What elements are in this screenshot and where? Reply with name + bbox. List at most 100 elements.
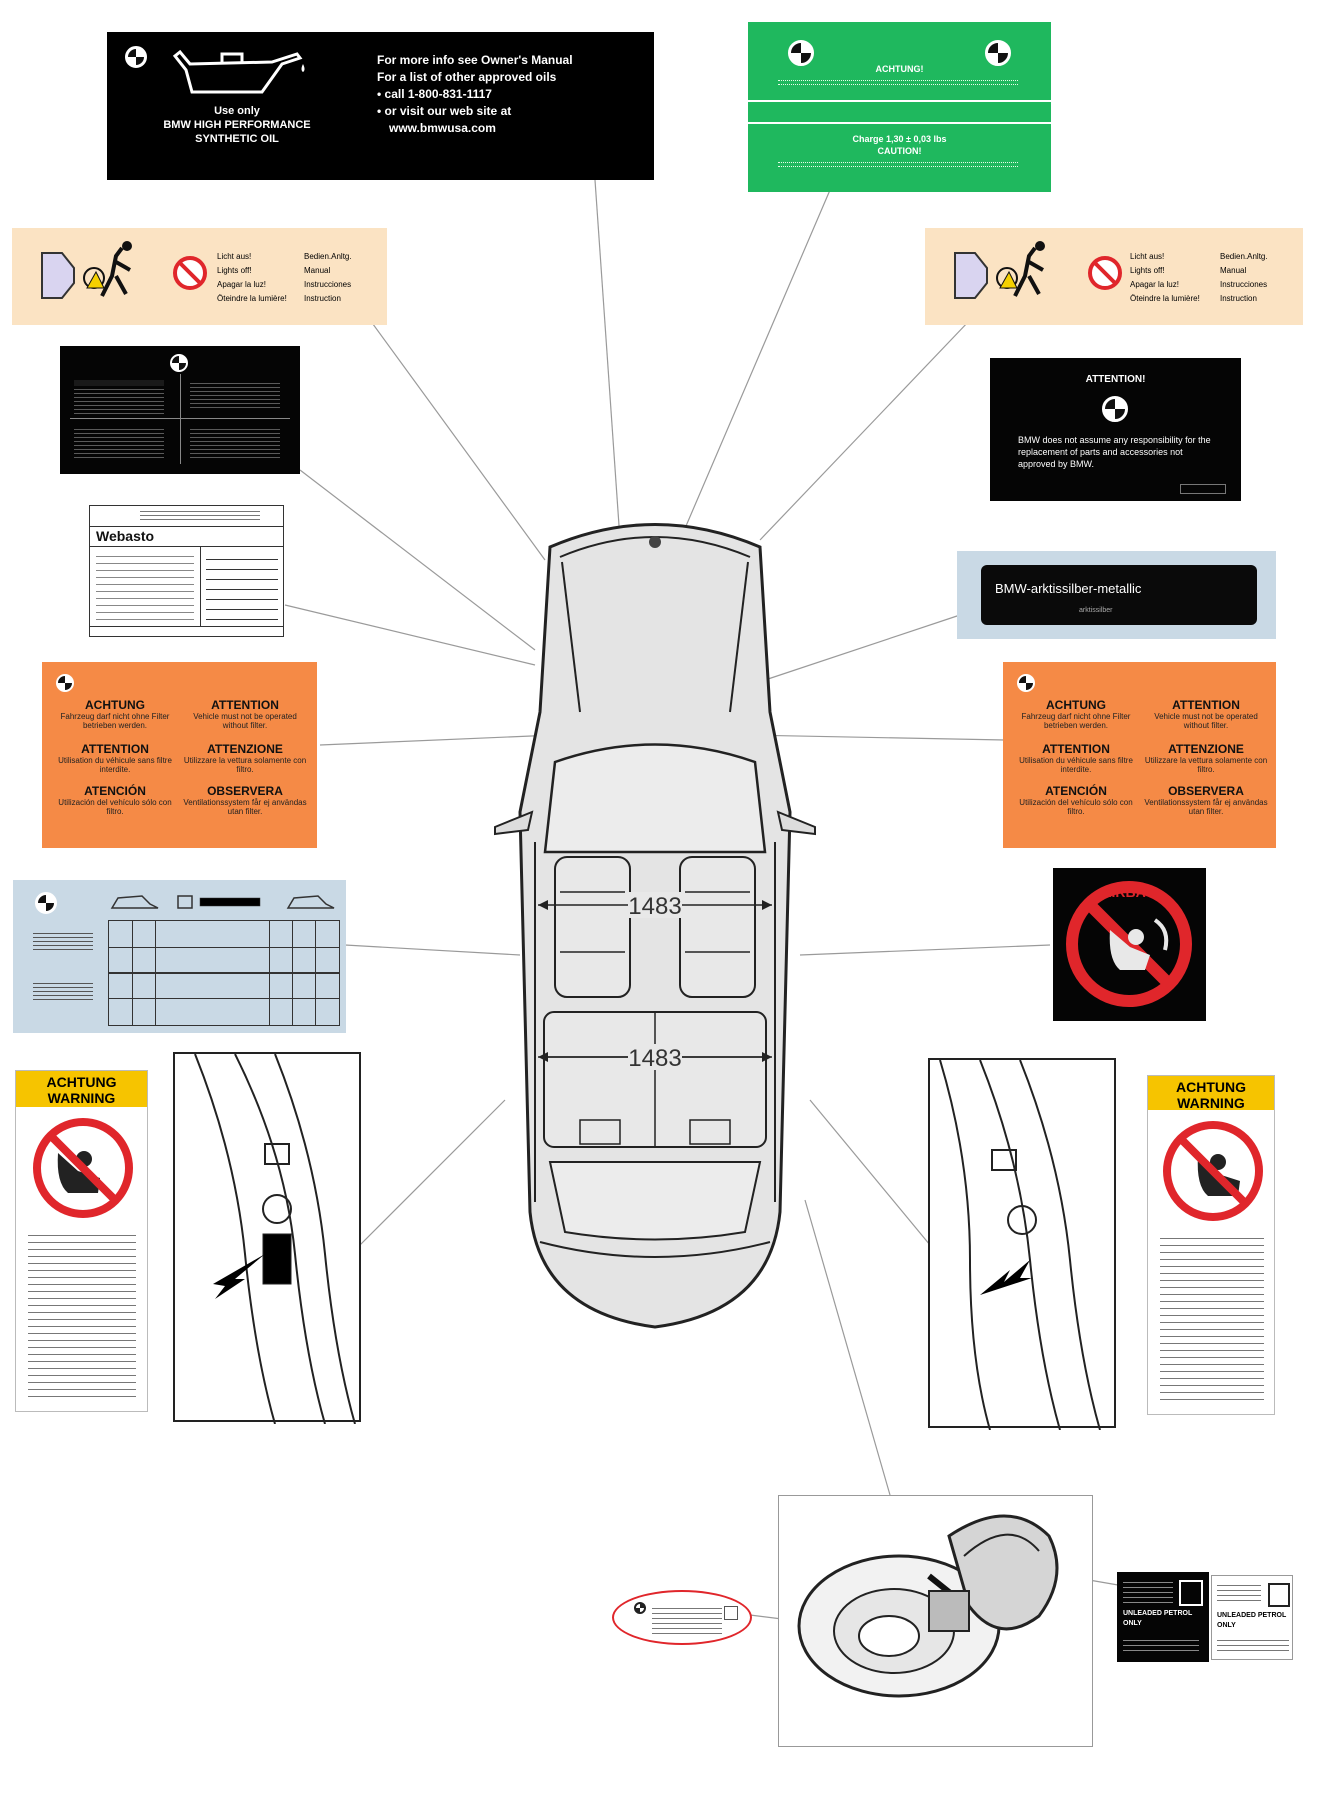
- car-load-icon: [110, 895, 335, 909]
- headlight-shock-icon: [41, 241, 132, 299]
- arrow-icon: [980, 1260, 1032, 1295]
- bmw-logo-icon: [788, 40, 814, 66]
- warning-header-1: ACHTUNG: [46, 1074, 117, 1090]
- label-text: Instruction: [1220, 294, 1257, 303]
- airbag-prohibited-icon: AIRBAG: [1066, 881, 1192, 1007]
- oil-label-line-2: BMW HIGH PERFORMANCE: [163, 119, 311, 131]
- ac-label-line-2: CAUTION!: [877, 146, 922, 156]
- orange-heading: ATTENTION: [1042, 742, 1110, 756]
- label-text: Öteindre la lumière!: [217, 294, 287, 303]
- bmw-logo-icon: [1017, 674, 1035, 692]
- attention-parts-label: ATTENTION! BMW does not assume any respo…: [990, 358, 1241, 501]
- arrow-icon: [213, 1254, 265, 1299]
- orange-sub: Vehicle must not be operated without fil…: [193, 712, 297, 730]
- rear-width-dimension: 1483: [628, 1045, 681, 1072]
- label-text: Lights off!: [217, 266, 252, 275]
- oil-label-line-3: SYNTHETIC OIL: [195, 133, 279, 145]
- bmw-logo-icon: [985, 40, 1011, 66]
- airbag-text: AIRBAG: [1101, 884, 1156, 900]
- label-text: Bedien.Anltg.: [304, 252, 352, 261]
- oil-label-info-3: • call 1-800-831-1117: [377, 87, 492, 101]
- paint-sub: arktissilber: [1079, 607, 1113, 614]
- airbag-prohibited-icon: [33, 1118, 133, 1218]
- orange-sub: Fahrzeug darf nicht ohne Filter betriebe…: [60, 712, 170, 730]
- oil-can-icon: [172, 49, 305, 94]
- oil-label-info-5: www.bmwusa.com: [389, 121, 496, 135]
- orange-heading: ACHTUNG: [85, 698, 145, 712]
- ac-label-charge: Charge 1,30 ± 0,03 lbs: [852, 134, 947, 144]
- no-entry-icon: [1088, 256, 1122, 290]
- fuel-type-label-white: UNLEADED PETROL ONLY: [1211, 1575, 1293, 1660]
- bmw-logo-icon: [35, 892, 57, 914]
- oil-label: Use only BMW HIGH PERFORMANCE SYNTHETIC …: [107, 32, 654, 180]
- child-seat-warning-left: ACHTUNG WARNING: [15, 1070, 148, 1412]
- orange-sub: Ventilationssystem får ej användas utan …: [183, 798, 307, 816]
- label-text: Öteindre la lumière!: [1130, 294, 1200, 303]
- headlight-shock-icon: [954, 241, 1045, 299]
- paint-name: BMW-arktissilber-metallic: [995, 581, 1142, 596]
- warning-header-2: WARNING: [47, 1090, 116, 1106]
- bmw-logo-icon: [125, 46, 147, 68]
- orange-heading: ATENCIÓN: [1045, 784, 1107, 798]
- bmw-logo-icon: [170, 354, 188, 372]
- label-text: Instrucciones: [1220, 280, 1268, 289]
- front-width-dimension: 1483: [628, 893, 681, 920]
- orange-heading: ATTENTION: [211, 698, 279, 712]
- fuel-label-line-1: UNLEADED PETROL: [1123, 1610, 1193, 1617]
- oil-label-info-4: • or visit our web site at: [377, 104, 512, 118]
- lights-off-label-right: Licht aus! Lights off! Apagar la luz! Öt…: [925, 228, 1303, 325]
- label-text: Bedien.Anltg.: [1220, 252, 1268, 261]
- door-pillar-illustration-right: [928, 1058, 1116, 1430]
- car-top-view: 1483 1483: [494, 523, 816, 1329]
- orange-sub: Vehicle must not be operated without fil…: [1154, 712, 1258, 730]
- label-text: Instruction: [304, 294, 341, 303]
- orange-heading: ATTENTION: [81, 742, 149, 756]
- orange-sub: Utilización del vehículo sólo con filtro…: [58, 798, 172, 816]
- child-seat-warning-right: ACHTUNG WARNING: [1147, 1075, 1275, 1415]
- door-pillar-illustration-left: [173, 1052, 361, 1424]
- orange-sub: Utilizzare la vettura solamente con filt…: [183, 756, 307, 774]
- label-text: Instrucciones: [304, 280, 352, 289]
- orange-heading: OBSERVERA: [207, 784, 283, 798]
- label-text: Apagar la luz!: [217, 280, 266, 289]
- label-text: Licht aus!: [217, 252, 252, 261]
- orange-sub: Fahrzeug darf nicht ohne Filter betriebe…: [1021, 712, 1131, 730]
- orange-sub: Utilizzare la vettura solamente con filt…: [1144, 756, 1268, 774]
- orange-heading: ATTENZIONE: [1168, 742, 1244, 756]
- orange-heading: OBSERVERA: [1168, 784, 1244, 798]
- fuel-type-label-black: UNLEADED PETROL ONLY: [1117, 1572, 1209, 1662]
- fuel-label-line-1: UNLEADED PETROL: [1217, 1612, 1287, 1619]
- tire-pressure-label: [13, 880, 346, 1033]
- bmw-logo-icon: [634, 1602, 646, 1614]
- ac-label-line-1: ACHTUNG!: [875, 64, 924, 74]
- fuel-cap-sticker: [612, 1590, 752, 1645]
- orange-heading: ATTENZIONE: [207, 742, 283, 756]
- bmw-logo-icon: [1102, 396, 1128, 422]
- warning-header-2: WARNING: [1177, 1095, 1245, 1111]
- label-text: Manual: [1220, 266, 1247, 275]
- multilanguage-black-label: [60, 346, 300, 474]
- attention-title: ATTENTION!: [1085, 374, 1146, 385]
- fuel-label-line-2: ONLY: [1217, 1622, 1236, 1629]
- webasto-brand: Webasto: [96, 528, 155, 544]
- airbag-prohibited-icon: [1163, 1121, 1263, 1221]
- orange-heading: ATTENTION: [1172, 698, 1240, 712]
- filter-warning-label-right: ACHTUNG Fahrzeug darf nicht ohne Filter …: [1003, 662, 1276, 848]
- oil-label-line-1: Use only: [214, 105, 260, 117]
- orange-heading: ATENCIÓN: [84, 784, 146, 798]
- oil-label-info-1: For more info see Owner's Manual: [377, 53, 573, 67]
- orange-sub: Utilisation du véhicule sans filtre inte…: [58, 756, 172, 774]
- airbag-warning-label: AIRBAG: [1053, 868, 1206, 1021]
- filter-warning-label-left: ACHTUNG Fahrzeug darf nicht ohne Filter …: [42, 662, 317, 848]
- orange-heading: ACHTUNG: [1046, 698, 1106, 712]
- fuel-filler-illustration: [778, 1495, 1093, 1747]
- oil-label-info-2: For a list of other approved oils: [377, 70, 557, 84]
- bmw-logo-icon: [56, 674, 74, 692]
- paint-code-label: BMW-arktissilber-metallic arktissilber: [957, 551, 1276, 639]
- label-text: Licht aus!: [1130, 252, 1165, 261]
- webasto-heater-label: Webasto: [89, 505, 284, 637]
- lights-off-label-left: Licht aus! Lights off! Apagar la luz! Öt…: [12, 228, 387, 325]
- no-entry-icon: [173, 256, 207, 290]
- label-text: Manual: [304, 266, 331, 275]
